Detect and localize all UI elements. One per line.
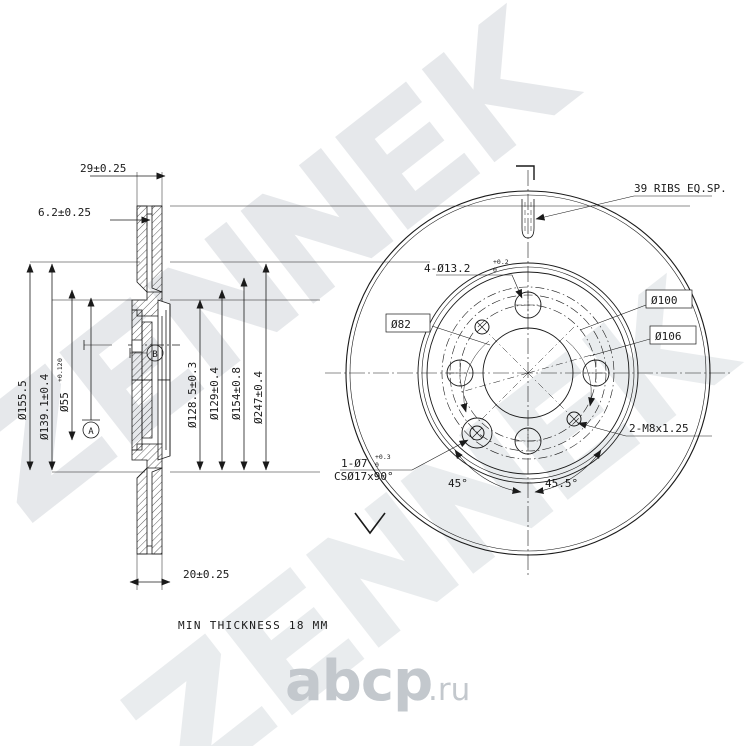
callout-pilot-countersink: CSØ17x90°	[334, 470, 394, 483]
cross-section-profile	[128, 205, 180, 555]
callout-bolt-holes-tol-lower: 0	[493, 266, 497, 274]
bolt-hole-group	[446, 291, 610, 455]
balloon-b	[129, 344, 164, 362]
dim-d128-5: Ø128.5±0.3	[186, 362, 199, 428]
angle-label-45: 45°	[448, 477, 468, 490]
dim-d247: Ø247±0.4	[252, 371, 265, 424]
dim-d55-tol-upper: +0.12	[56, 362, 64, 382]
top-horizontal-dims	[90, 172, 166, 226]
callout-threaded-holes: 2-M8x1.25	[629, 422, 689, 435]
section-cut-marker-top	[516, 165, 535, 180]
min-thickness-note: MIN THICKNESS 18 MM	[178, 619, 329, 632]
callout-bolt-holes-tol-upper: +0.2	[493, 258, 509, 266]
dim-box-label-d82: Ø82	[391, 318, 411, 331]
dim-box-label-d100: Ø100	[651, 294, 678, 307]
dim-d55: Ø55	[58, 392, 71, 412]
vent-slot	[521, 199, 535, 239]
callout-pilot-hole: 1-Ø7	[341, 457, 368, 470]
dim-6-2: 6.2±0.25	[38, 206, 91, 219]
callout-ribs: 39 RIBS EQ.SP.	[634, 182, 727, 195]
dim-d154: Ø154±0.8	[230, 367, 243, 420]
dim-d129: Ø129±0.4	[208, 367, 221, 420]
callout-pilot-tol-lower: 0	[375, 461, 379, 469]
callout-pilot-tol-upper: +0.3	[375, 453, 391, 461]
radial-construction-rays	[460, 324, 596, 422]
dim-d139-1: Ø139.1±0.4	[38, 373, 51, 440]
threaded-hole-group	[474, 319, 582, 427]
angle-dimension-arcs	[454, 339, 602, 495]
pilot-hole	[461, 417, 493, 449]
balloon-a-label: A	[88, 427, 94, 437]
bore-55-dimension	[82, 297, 112, 439]
bottom-thickness-dim	[129, 554, 171, 590]
dim-d55-tol-lower: 0	[56, 358, 64, 362]
dim-29: 29±0.25	[80, 162, 126, 175]
dim-d155-5: Ø155.5	[16, 380, 29, 420]
callout-bolt-holes: 4-Ø13.2	[424, 262, 470, 275]
balloon-b-label: B	[152, 350, 157, 360]
dim-box-frames	[385, 289, 697, 345]
dim-box-label-d106: Ø106	[655, 330, 682, 343]
angle-label-45-5: 45.5°	[545, 477, 578, 490]
section-view-arrow	[354, 512, 386, 535]
callout-leaders	[340, 195, 712, 471]
dim-20: 20±0.25	[183, 568, 229, 581]
section-vertical-dims	[26, 263, 270, 471]
